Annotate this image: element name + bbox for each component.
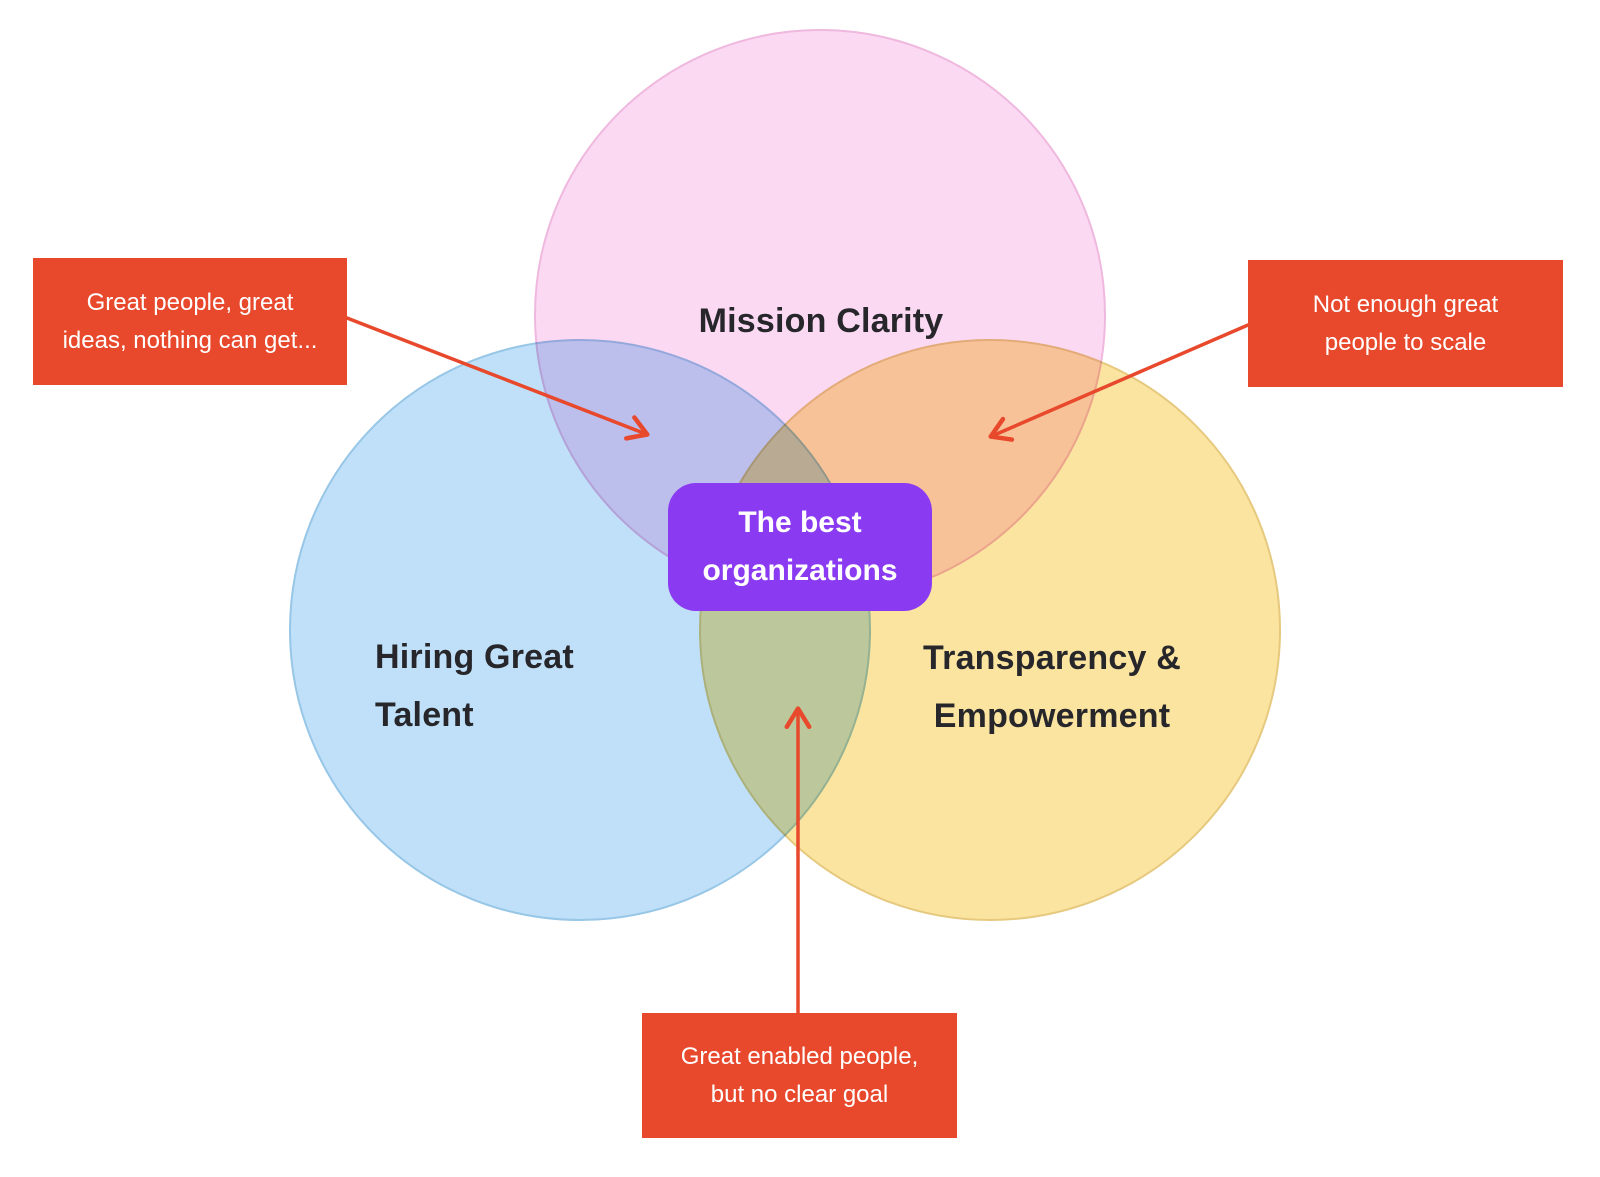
best-organizations-badge: The best organizations: [668, 483, 932, 611]
venn-circles: [289, 29, 1281, 921]
callout-great-people-ideas: Great people, great ideas, nothing can g…: [33, 258, 347, 385]
callout-no-clear-goal: Great enabled people, but no clear goal: [642, 1013, 957, 1138]
hiring-great-talent-label: Hiring Great Talent: [375, 638, 574, 734]
arrow-right-callout: [988, 323, 1250, 442]
callout-not-enough-people: Not enough great people to scale: [1248, 260, 1563, 387]
mission-clarity-label: Mission Clarity: [698, 302, 944, 340]
arrow-left-callout: [345, 316, 650, 441]
callout-arrows: [345, 316, 1250, 1015]
transparency-empowerment-label: Transparency & Empowerment: [923, 639, 1181, 735]
